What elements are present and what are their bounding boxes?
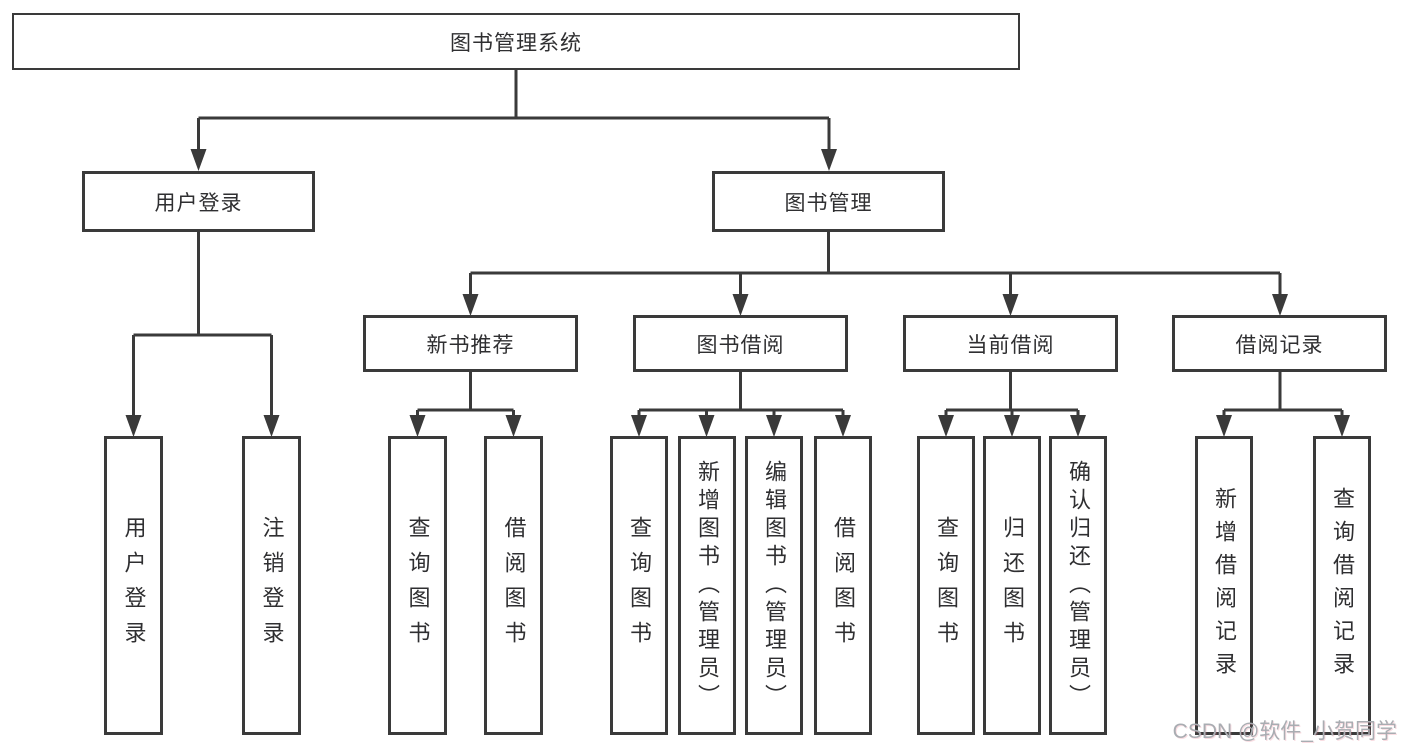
edge-login-to-leaves bbox=[132, 232, 273, 418]
node-leaf-query-books-recommend: 查询图书 bbox=[388, 436, 447, 735]
node-label: 新增图书（管理员） bbox=[695, 459, 720, 712]
node-leaf-add-borrow-record: 新增借阅记录 bbox=[1195, 436, 1253, 735]
arrowhead bbox=[938, 415, 954, 437]
arrowhead bbox=[766, 415, 782, 437]
node-label: 用户登录 bbox=[154, 191, 243, 215]
node-label: 图书管理系统 bbox=[450, 31, 582, 55]
node-label: 借阅图书 bbox=[501, 515, 527, 656]
arrowhead bbox=[462, 294, 479, 316]
node-library-system: 图书管理系统 bbox=[12, 13, 1020, 70]
node-label: 新书推荐 bbox=[426, 333, 515, 357]
node-label: 用户登录 bbox=[121, 515, 147, 656]
node-label: 归还图书 bbox=[1000, 515, 1025, 656]
arrowhead bbox=[1216, 415, 1232, 437]
node-label: 确认归还（管理员） bbox=[1066, 459, 1091, 712]
node-user-login: 用户登录 bbox=[82, 171, 315, 232]
arrowhead bbox=[125, 415, 142, 437]
node-label: 查询借阅记录 bbox=[1330, 486, 1355, 685]
arrowhead bbox=[409, 415, 426, 437]
node-leaf-query-borrow-record: 查询借阅记录 bbox=[1313, 436, 1371, 735]
arrowhead bbox=[1002, 294, 1019, 316]
arrowhead bbox=[1070, 415, 1086, 437]
node-current-borrow: 当前借阅 bbox=[903, 315, 1118, 372]
arrowhead bbox=[835, 415, 851, 437]
node-label: 查询图书 bbox=[405, 515, 431, 656]
node-leaf-edit-books-admin: 编辑图书（管理员） bbox=[745, 436, 803, 735]
node-label: 新增借阅记录 bbox=[1212, 486, 1237, 685]
node-label: 图书借阅 bbox=[696, 333, 785, 357]
node-leaf-query-books-current: 查询图书 bbox=[917, 436, 975, 735]
arrowhead bbox=[631, 415, 647, 437]
node-label: 注销登录 bbox=[259, 515, 285, 656]
node-label: 编辑图书（管理员） bbox=[762, 459, 787, 712]
arrowhead bbox=[263, 415, 280, 437]
edge-records-to-leaves bbox=[1222, 372, 1344, 418]
node-leaf-borrow-books-recommend: 借阅图书 bbox=[484, 436, 543, 735]
edge-current-to-leaves bbox=[944, 372, 1080, 418]
node-leaf-user-login: 用户登录 bbox=[104, 436, 163, 735]
node-label: 借阅记录 bbox=[1235, 333, 1324, 357]
edge-mgmt-to-level3 bbox=[469, 232, 1282, 297]
node-book-borrow: 图书借阅 bbox=[633, 315, 848, 372]
node-new-book-recommend: 新书推荐 bbox=[363, 315, 578, 372]
arrowhead bbox=[1272, 294, 1288, 316]
watermark: CSDN @软件_小贺同学 bbox=[1172, 720, 1397, 743]
arrowhead bbox=[190, 149, 207, 171]
node-leaf-logout: 注销登录 bbox=[242, 436, 301, 735]
node-leaf-borrow-books: 借阅图书 bbox=[814, 436, 872, 735]
node-leaf-query-books-borrow: 查询图书 bbox=[610, 436, 668, 735]
node-book-management: 图书管理 bbox=[712, 171, 945, 232]
node-label: 当前借阅 bbox=[966, 333, 1055, 357]
arrowhead bbox=[698, 415, 715, 437]
arrowhead bbox=[1334, 415, 1350, 437]
node-label: 图书管理 bbox=[784, 191, 873, 215]
node-leaf-confirm-return-admin: 确认归还（管理员） bbox=[1049, 436, 1107, 735]
arrowhead bbox=[732, 294, 749, 316]
node-leaf-return-books: 归还图书 bbox=[983, 436, 1041, 735]
arrowhead bbox=[505, 415, 522, 437]
arrowhead bbox=[1004, 415, 1020, 437]
edge-root-to-level2 bbox=[197, 70, 831, 153]
node-label: 查询图书 bbox=[627, 515, 652, 656]
edge-borrow-to-leaves bbox=[637, 372, 845, 418]
node-label: 借阅图书 bbox=[831, 515, 856, 656]
edge-recommend-to-leaves bbox=[416, 372, 515, 418]
arrowhead bbox=[821, 149, 837, 171]
node-borrow-records: 借阅记录 bbox=[1172, 315, 1387, 372]
node-leaf-add-books-admin: 新增图书（管理员） bbox=[678, 436, 736, 735]
node-label: 查询图书 bbox=[934, 515, 959, 656]
